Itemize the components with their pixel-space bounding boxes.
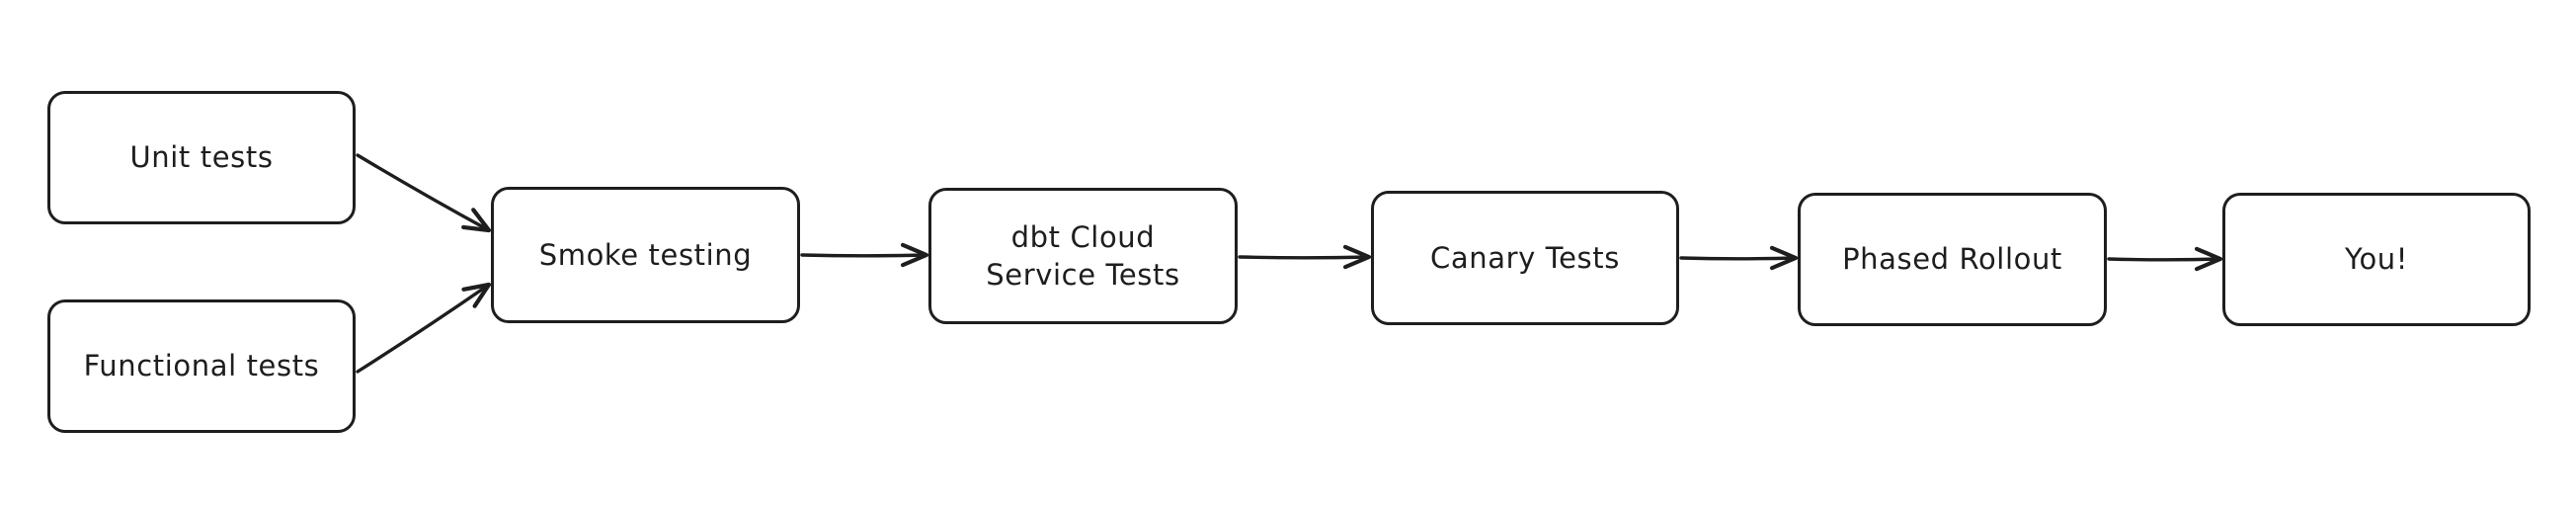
edge-line-smoke-to-dbt <box>800 253 928 258</box>
edge-dbt-to-canary <box>1238 244 1372 270</box>
edge-arrowhead-unit-to-smoke <box>461 208 492 233</box>
edge-line-canary-to-phased <box>1679 256 1798 261</box>
edge-line-unit-to-smoke <box>356 153 491 232</box>
node-label-smoke-testing: Smoke testing <box>538 237 753 272</box>
edge-line-phased-to-you <box>2107 257 2222 262</box>
edge-line-functional-to-smoke <box>356 283 491 374</box>
edge-functional-to-smoke <box>356 282 492 374</box>
edge-smoke-to-dbt <box>800 242 929 268</box>
edge-arrowhead-functional-to-smoke <box>461 282 492 308</box>
edge-phased-to-you <box>2107 246 2223 272</box>
node-dbt-cloud-service-tests[interactable]: dbt Cloud Service Tests <box>928 188 1238 324</box>
edge-arrowhead-phased-to-you <box>2194 246 2223 272</box>
node-label-unit-tests: Unit tests <box>129 140 274 175</box>
edge-arrowhead-dbt-to-canary <box>1342 244 1372 270</box>
node-label-canary-tests: Canary Tests <box>1430 240 1620 275</box>
node-label-dbt-cloud-service-tests: dbt Cloud Service Tests <box>986 219 1180 292</box>
node-you[interactable]: You! <box>2222 193 2531 326</box>
node-phased-rollout[interactable]: Phased Rollout <box>1798 193 2107 326</box>
node-label-you: You! <box>2344 242 2408 277</box>
node-canary-tests[interactable]: Canary Tests <box>1371 191 1679 325</box>
node-unit-tests[interactable]: Unit tests <box>47 91 356 224</box>
edge-line-dbt-to-canary <box>1238 255 1371 260</box>
edge-arrowhead-canary-to-phased <box>1769 245 1799 271</box>
node-label-functional-tests: Functional tests <box>83 349 320 383</box>
edge-unit-to-smoke <box>356 153 492 233</box>
node-smoke-testing[interactable]: Smoke testing <box>491 187 800 323</box>
node-functional-tests[interactable]: Functional tests <box>47 299 356 433</box>
node-label-phased-rollout: Phased Rollout <box>1842 242 2062 277</box>
edge-arrowhead-smoke-to-dbt <box>900 242 929 268</box>
edge-canary-to-phased <box>1679 245 1799 271</box>
